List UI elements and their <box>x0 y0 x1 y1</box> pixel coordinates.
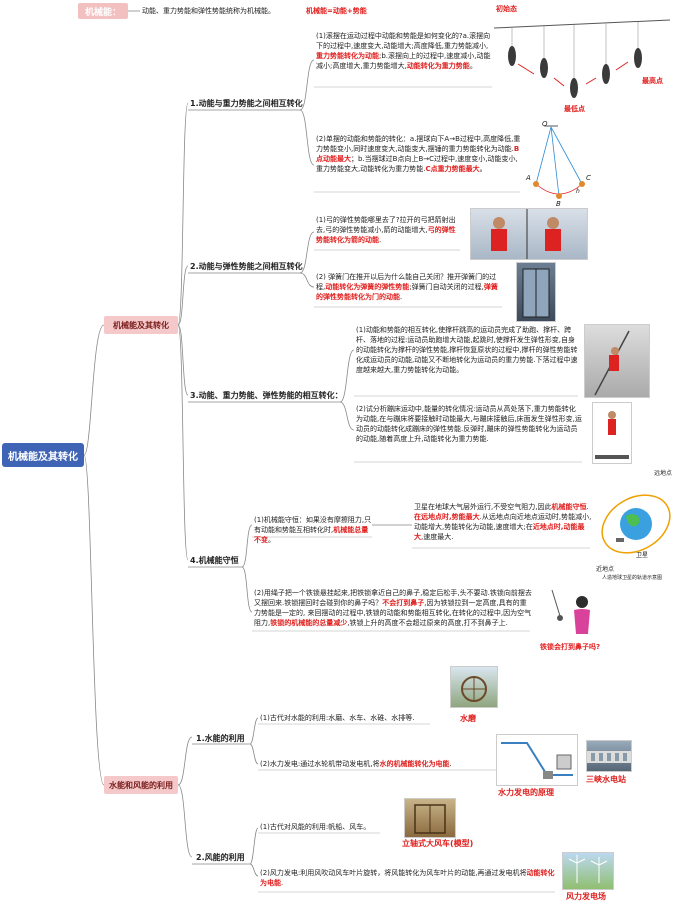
branch-water-wind[interactable]: 水能和风能的利用 <box>104 776 178 794</box>
water-heading: 1.水能的利用 <box>196 734 245 743</box>
label-h: h <box>576 188 580 195</box>
iron-lock-caption: 铁锁会打到鼻子吗? <box>540 643 601 651</box>
ancient-wind-text: (1)古代对风能的利用:帆船、风车。 <box>260 823 371 831</box>
roller-high-label: 最高点 <box>642 77 663 85</box>
three-gorges-photo <box>586 740 632 772</box>
spring-door-text: (2) 弹簧门在推开以后为什么能自己关闭？推开弹簧门的过程,动能转化为弹簧的弹性… <box>316 273 498 301</box>
pole-vault-text: (1)动能和势能的相互转化,使撑杆跳高的运动员完成了助跑、撑杆、跨杆、落地的过程… <box>356 326 578 374</box>
satellite-text: 卫星在地球大气层外运行,不受空气阻力,因此机械能守恒.在远地点时,势能最大.从远… <box>414 503 592 541</box>
orbit-caption: 人造地球卫星的轨道示意图 <box>602 575 663 581</box>
section3-heading: 3.动能、重力势能、弹性势能的相互转化： <box>190 391 343 400</box>
definition-formula: 机械能=动能+势能 <box>306 7 367 15</box>
label-b: B <box>556 200 561 208</box>
windmill-model-photo <box>404 798 456 838</box>
section4-heading: 4.机械能守恒 <box>190 556 239 565</box>
pole-vault-photo <box>584 324 650 398</box>
wind-heading: 2.风能的利用 <box>196 853 245 862</box>
label-a: A <box>526 174 531 182</box>
definition-tag: 机械能： <box>78 3 128 19</box>
hydropower-principle-image <box>496 734 578 786</box>
label-o: O <box>542 120 548 128</box>
roller-text: (1)滚摆在运动过程中动能和势能是如何变化的?a.滚摆向下的过程中,速度变大,动… <box>316 32 491 70</box>
iron-lock-text: (2)用绳子把一个铁锁悬挂起来,把铁锁拿近自己的鼻子,稳定后松手,头不要动.铁锁… <box>254 589 532 627</box>
pendulum-text: (2)单摆的动能和势能的转化：a.摆球向下A→B过程中,高度降低,重力势能变小,… <box>316 135 521 173</box>
section2-heading: 2.动能与弹性势能之间相互转化 <box>190 262 303 271</box>
watermill-photo <box>450 666 498 708</box>
label-c: C <box>586 174 591 182</box>
near-point-label: 近地点 <box>596 566 615 573</box>
wind-power-text: (2)风力发电:利用风吹动风车叶片旋转，将风能转化为风车叶片的动能,再通过发电机… <box>260 869 555 887</box>
definition-text: 动能、重力势能和弹性势能统称为机械能。 <box>142 7 275 15</box>
windmill-model-caption: 立轴式大风车(模型) <box>402 839 474 848</box>
root-node[interactable]: 机械能及其转化 <box>2 443 84 467</box>
three-gorges-caption: 三峡水电站 <box>586 775 626 784</box>
hydropower-text: (2)水力发电:通过水轮机带动发电机,将水的机械能转化为电能. <box>260 760 452 768</box>
archer-photo <box>470 208 588 260</box>
roller-low-label: 最低点 <box>564 105 585 113</box>
conservation-text: (1)机械能守恒：如果没有摩擦阻力,只有动能和势能互相转化时,机械能总量不变。 <box>254 516 372 544</box>
satellite-orbit-diagram: 远地点 近地点 卫星 人造地球卫星的轨道示意图 <box>596 468 680 586</box>
branch-mechanical-energy[interactable]: 机械能及其转化 <box>104 316 178 334</box>
far-point-label: 远地点 <box>654 470 673 477</box>
iron-lock-illustration: 铁锁会打到鼻子吗? <box>540 589 604 656</box>
watermill-caption: 水磨 <box>460 714 476 723</box>
wind-farm-caption: 风力发电场 <box>566 892 606 901</box>
satellite-label: 卫星 <box>636 552 649 559</box>
spring-door-photo <box>516 262 556 322</box>
section1-heading: 1.动能与重力势能之间相互转化 <box>190 99 303 108</box>
roller-start-label: 初始态 <box>496 5 517 13</box>
trampoline-photo <box>592 402 632 464</box>
bow-text: (1)弓的弹性势能哪里去了?拉开的弓把箭射出去,弓的弹性势能减小,箭的动能增大,… <box>316 216 456 244</box>
pendulum-diagram: O A B C h <box>524 118 596 210</box>
trampoline-text: (2)试分析蹦床运动中,能量的转化情况:运动员从高处落下,重力势能转化为动能,在… <box>356 405 582 443</box>
roller-pendulum-image: 初始态 最高点 最低点 <box>493 4 680 116</box>
hydropower-principle-caption: 水力发电的原理 <box>498 788 554 797</box>
wind-farm-photo <box>562 852 614 890</box>
ancient-water-text: (1)古代对水能的利用:水磨、水车、水碓、水排等. <box>260 714 415 722</box>
